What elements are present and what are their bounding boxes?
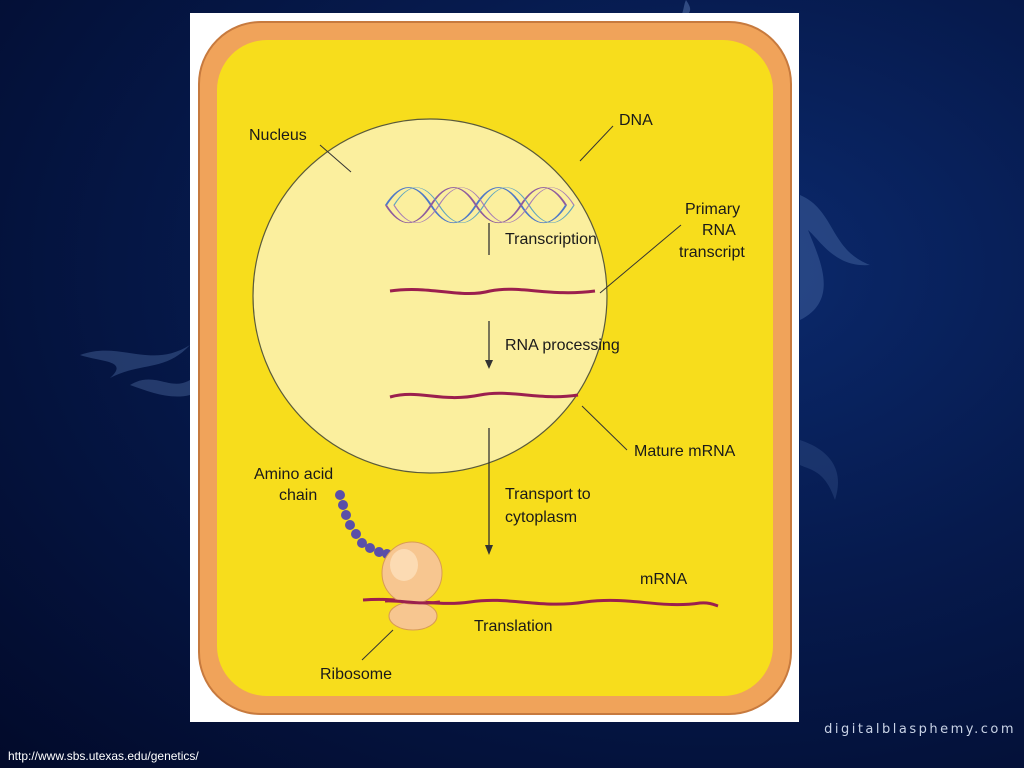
nucleus (252, 118, 608, 474)
label-mature-mrna: Mature mRNA (634, 443, 736, 460)
label-primary-rna-3: transcript (679, 244, 745, 261)
diagram-panel: Nucleus DNA Transcription Primary RNA tr… (190, 13, 799, 722)
processing-arrowhead (485, 360, 493, 369)
nucleus-leader (319, 144, 352, 173)
primary-rna-leader (599, 224, 682, 294)
primary-rna-transcript (389, 287, 596, 295)
label-primary-rna-1: Primary (685, 201, 740, 218)
mature-mrna-leader (581, 405, 628, 451)
amino-acid-chain (335, 490, 392, 559)
label-ribosome: Ribosome (320, 666, 392, 683)
label-translation: Translation (474, 618, 553, 635)
source-url[interactable]: http://www.sbs.utexas.edu/genetics/ (8, 749, 199, 763)
dna-helix (384, 187, 575, 224)
label-mrna: mRNA (640, 571, 687, 588)
mature-mrna-nucleus (389, 391, 579, 400)
label-dna: DNA (619, 112, 653, 129)
ribosome (381, 541, 443, 631)
mrna-through-ribosome (384, 599, 441, 605)
label-amino-acid-2: chain (279, 487, 317, 504)
ribosome-leader (361, 629, 394, 661)
label-transport-2: cytoplasm (505, 509, 577, 526)
label-rna-processing: RNA processing (505, 337, 620, 354)
label-transcription: Transcription (505, 231, 597, 248)
gene-expression-diagram: Nucleus DNA Transcription Primary RNA tr… (198, 21, 792, 715)
label-nucleus: Nucleus (249, 127, 307, 144)
label-amino-acid-1: Amino acid (254, 466, 333, 483)
dna-leader (579, 125, 614, 162)
watermark: digitalblasphemy.com (824, 722, 1016, 737)
transport-arrowhead (485, 545, 493, 555)
label-transport-1: Transport to (505, 486, 591, 503)
label-primary-rna-2: RNA (702, 222, 736, 239)
